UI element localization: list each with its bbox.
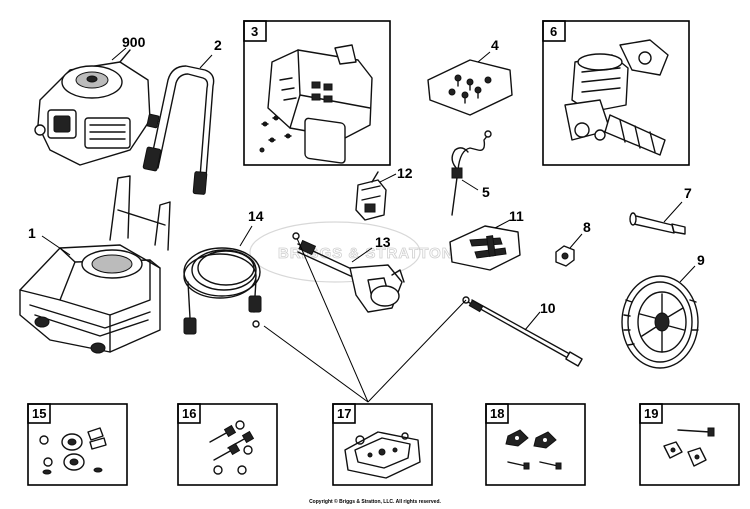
callout-8: 8 [583, 219, 591, 235]
callout-11: 11 [509, 208, 524, 224]
part-10-wand [462, 296, 583, 367]
leader-1 [41, 235, 71, 256]
part-14-hose [183, 247, 262, 335]
callout-14: 14 [248, 208, 264, 224]
part-1-frame [19, 175, 171, 354]
callout-19: 19 [644, 406, 658, 421]
leader-900 [111, 47, 127, 61]
kit-box-18-tab [485, 403, 509, 424]
part-7-axle [629, 212, 686, 235]
part-5-unloader [451, 130, 492, 216]
callout-5: 5 [482, 184, 490, 200]
callout-18: 18 [490, 406, 504, 421]
leader-4 [477, 51, 491, 63]
leader-2 [199, 54, 213, 69]
callout-9: 9 [697, 252, 705, 268]
part-12-gun-holder [355, 171, 387, 221]
leader-10 [524, 311, 541, 331]
leader-8 [569, 233, 583, 249]
callout-15: 15 [32, 406, 46, 421]
callout-13: 13 [375, 234, 391, 250]
leader-5 [461, 179, 479, 191]
part-8-nut [555, 245, 575, 267]
leader-14 [239, 225, 253, 247]
part-3-panel [259, 44, 373, 164]
leader-9 [679, 265, 696, 283]
watermark-text: BRIGGS & STRATTON [278, 245, 454, 262]
callout-10: 10 [540, 300, 556, 316]
copyright-notice: Copyright © Briggs & Stratton, LLC. All … [309, 499, 441, 505]
callout-2: 2 [214, 37, 222, 53]
part-4-hardware-bag [427, 59, 513, 116]
callout-7: 7 [684, 185, 692, 201]
callout-1: 1 [28, 225, 36, 241]
kit-box-15 [27, 403, 128, 486]
callout-3: 3 [251, 24, 258, 39]
kit-box-16-tab [177, 403, 201, 424]
callout-17: 17 [337, 406, 351, 421]
leader-7 [663, 201, 683, 223]
callout-16: 16 [182, 406, 196, 421]
kit-box-3 [243, 20, 391, 166]
brand-watermark: BRIGGS & STRATTON [249, 221, 454, 283]
leader-11 [494, 219, 511, 229]
kit-box-6-tab [542, 20, 566, 42]
leader-13 [351, 247, 373, 263]
part-15-bearings [39, 427, 107, 475]
part-16-bolts [209, 420, 255, 475]
part-11-nozzle-bag [449, 225, 521, 271]
part-2-handle [142, 65, 215, 195]
kit-box-16 [177, 403, 278, 486]
kit-box-19-tab [639, 403, 663, 424]
kit-box-15-tab [27, 403, 51, 424]
kit-box-6 [542, 20, 690, 166]
callout-900: 900 [122, 34, 146, 50]
part-18-knobs [505, 429, 562, 470]
callout-12: 12 [397, 165, 413, 181]
part-19-hardware [663, 427, 715, 467]
kit-17-leaders [263, 232, 467, 403]
kit-box-18 [485, 403, 586, 486]
part-6-pump [564, 39, 669, 156]
part-9-wheel [621, 275, 699, 369]
part-900-engine [34, 49, 151, 166]
callout-6: 6 [550, 24, 557, 39]
part-13-spray-gun [297, 239, 405, 313]
kit-box-3-tab [243, 20, 267, 42]
callout-4: 4 [491, 37, 499, 53]
part-17-seal-kit [344, 431, 421, 479]
kit-box-19 [639, 403, 740, 486]
kit-box-17-tab [332, 403, 356, 424]
kit-box-17 [332, 403, 433, 486]
leader-12 [379, 173, 397, 183]
